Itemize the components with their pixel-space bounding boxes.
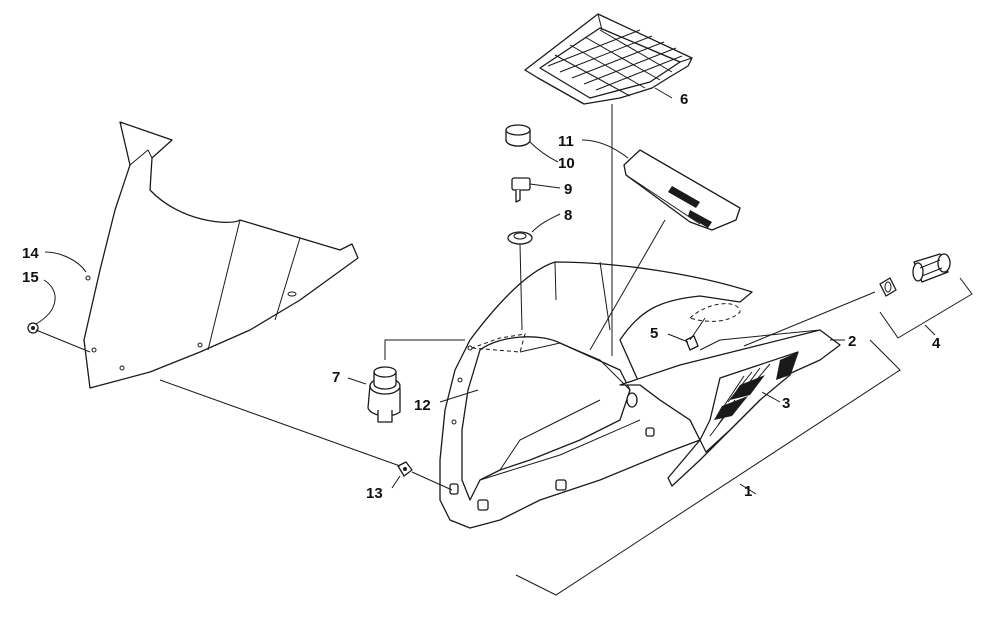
callout-11: 11 <box>558 133 574 150</box>
decal-part <box>699 351 799 453</box>
key-part <box>511 177 531 203</box>
callout-labels: 1 2 3 4 5 6 7 8 9 10 11 12 13 14 15 <box>22 91 941 502</box>
ring-nut-part <box>507 231 533 245</box>
nut-13-part <box>397 461 413 477</box>
screw-15-part <box>27 322 39 334</box>
callout-14: 14 <box>22 245 39 262</box>
callout-12: 12 <box>414 397 431 414</box>
callout-8: 8 <box>564 207 572 224</box>
callout-1: 1 <box>744 483 752 500</box>
leader-lines <box>35 87 973 596</box>
hood-assembly-part <box>439 261 753 529</box>
socket-nut-part <box>879 277 897 297</box>
callout-4: 4 <box>932 335 941 352</box>
callout-5: 5 <box>650 325 658 342</box>
windshield-part <box>83 121 359 389</box>
callout-3: 3 <box>782 395 790 412</box>
callout-6: 6 <box>680 91 688 108</box>
switch-part <box>367 366 401 423</box>
power-socket-part <box>912 253 951 283</box>
display-module-part <box>623 149 741 231</box>
callout-2: 2 <box>848 333 856 350</box>
callout-10: 10 <box>558 155 575 172</box>
callout-13: 13 <box>366 485 383 502</box>
storage-tray-part <box>524 13 693 105</box>
callout-7: 7 <box>332 369 340 386</box>
screw-5-part <box>685 335 699 351</box>
callout-9: 9 <box>564 181 572 198</box>
ignition-cap-part <box>505 124 531 147</box>
callout-15: 15 <box>22 269 39 286</box>
